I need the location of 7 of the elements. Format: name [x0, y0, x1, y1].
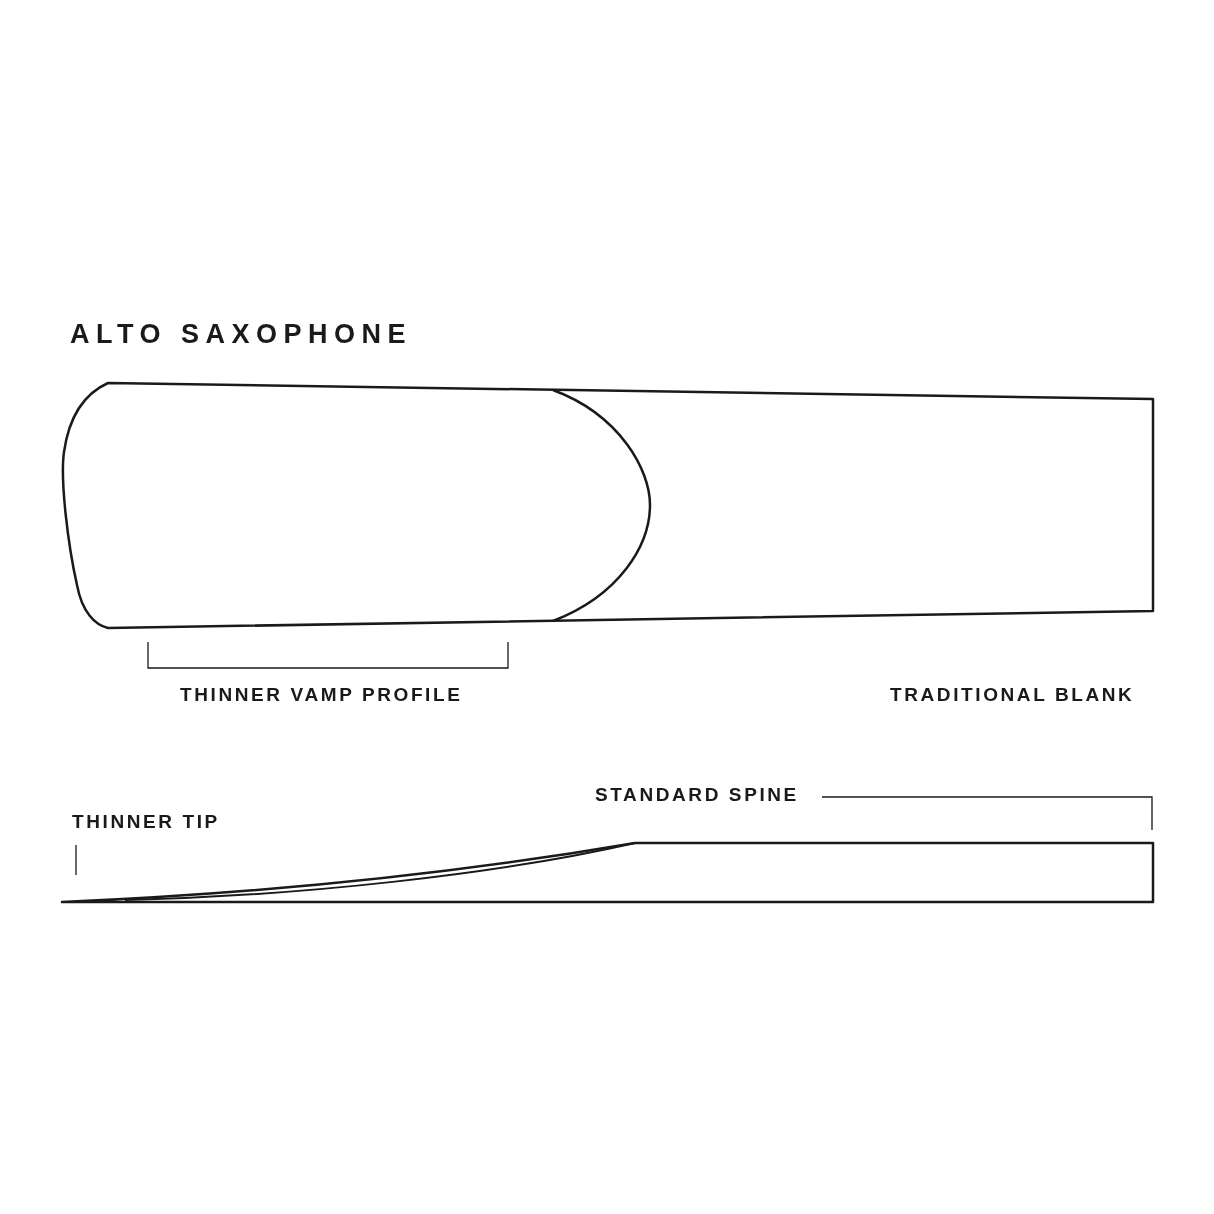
title: ALTO SAXOPHONE — [70, 318, 413, 350]
callout-text: THINNER TIP — [72, 811, 220, 833]
leader-line — [75, 844, 77, 876]
part-label: TRADITIONAL BLANK — [890, 684, 1135, 706]
part-label: THINNER VAMP PROFILE — [180, 684, 463, 706]
callout-text: STANDARD SPINE — [595, 784, 799, 806]
leader-line — [821, 796, 1153, 831]
